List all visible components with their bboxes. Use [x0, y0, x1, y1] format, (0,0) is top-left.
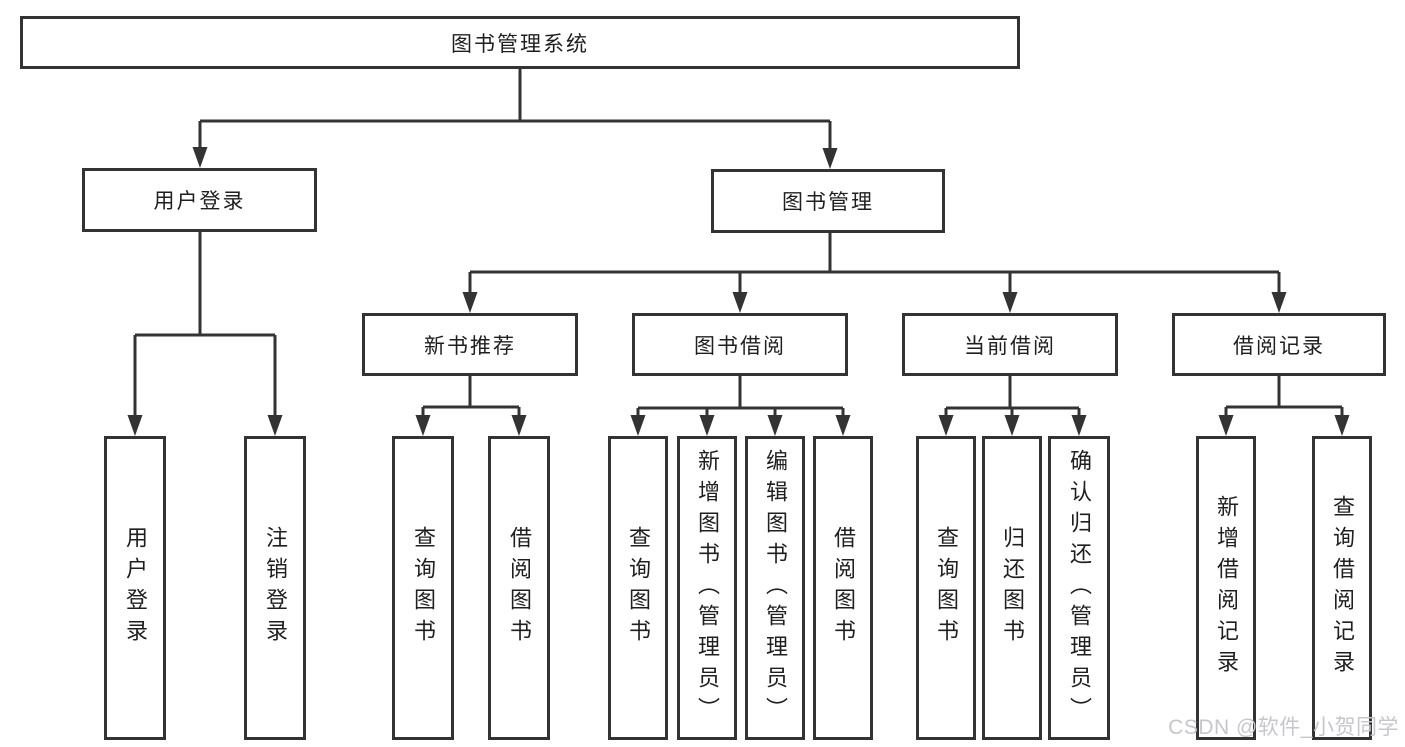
node-book-borrow-label: 图书借阅 — [694, 334, 786, 358]
leaf-borrow-book-1: 借阅图书 — [488, 436, 550, 740]
arrow-down-icon — [462, 292, 478, 313]
leaf-add-book-admin-label: 新增图书（管理员） — [695, 448, 720, 728]
leaf-edit-book-admin: 编辑图书（管理员） — [745, 436, 805, 740]
leaf-add-borrow-record-label: 新增借阅记录 — [1214, 495, 1239, 681]
tree-edges — [133, 68, 1344, 418]
leaf-user-login-label: 用户登录 — [123, 526, 148, 650]
arrow-down-icon — [767, 415, 783, 436]
arrow-down-icon — [938, 415, 954, 436]
arrow-down-icon — [1004, 415, 1020, 436]
csdn-watermark: CSDN @软件_小贺同学 — [1168, 716, 1399, 739]
arrow-down-icon — [835, 415, 851, 436]
arrow-down-icon — [1002, 292, 1018, 313]
node-user-login: 用户登录 — [82, 168, 317, 232]
node-book-management: 图书管理 — [711, 169, 945, 233]
node-book-management-label: 图书管理 — [782, 191, 874, 214]
node-borrow-record-label: 借阅记录 — [1233, 334, 1325, 358]
leaf-query-borrow-record: 查询借阅记录 — [1312, 436, 1372, 740]
leaf-query-book-1-label: 查询图书 — [411, 526, 436, 650]
arrow-down-icon — [127, 415, 143, 436]
node-new-book-recommend: 新书推荐 — [362, 313, 578, 376]
leaf-query-book-1: 查询图书 — [392, 436, 454, 740]
leaf-borrow-book-1-label: 借阅图书 — [507, 526, 532, 650]
leaf-query-borrow-record-label: 查询借阅记录 — [1330, 495, 1355, 681]
arrow-down-icon — [630, 415, 646, 436]
arrowheads — [127, 147, 1350, 436]
leaf-confirm-return-admin-label: 确认归还（管理员） — [1067, 448, 1092, 728]
leaf-borrow-book-2-label: 借阅图书 — [831, 526, 856, 650]
leaf-edit-book-admin-label: 编辑图书（管理员） — [763, 448, 788, 728]
arrow-down-icon — [1271, 292, 1287, 313]
leaf-return-book: 归还图书 — [982, 436, 1042, 740]
arrow-down-icon — [267, 415, 283, 436]
node-current-borrow: 当前借阅 — [902, 313, 1118, 376]
node-root: 图书管理系统 — [20, 16, 1020, 69]
leaf-user-login: 用户登录 — [104, 436, 166, 740]
node-book-borrow: 图书借阅 — [632, 313, 848, 376]
leaf-add-borrow-record: 新增借阅记录 — [1196, 436, 1256, 740]
arrow-down-icon — [1218, 415, 1234, 436]
leaf-logout-label: 注销登录 — [263, 526, 288, 650]
leaf-add-book-admin: 新增图书（管理员） — [677, 436, 737, 740]
arrow-down-icon — [511, 415, 527, 436]
leaf-borrow-book-2: 借阅图书 — [813, 436, 873, 740]
leaf-return-book-label: 归还图书 — [1000, 526, 1025, 650]
arrow-down-icon — [699, 415, 715, 436]
leaf-query-book-2: 查询图书 — [608, 436, 668, 740]
leaf-confirm-return-admin: 确认归还（管理员） — [1048, 436, 1110, 740]
arrow-down-icon — [415, 415, 431, 436]
leaf-query-book-3-label: 查询图书 — [934, 526, 959, 650]
leaf-query-book-3: 查询图书 — [916, 436, 976, 740]
arrow-down-icon — [1334, 415, 1350, 436]
leaf-query-book-2-label: 查询图书 — [626, 526, 651, 650]
node-root-label: 图书管理系统 — [451, 32, 589, 56]
leaf-logout: 注销登录 — [244, 436, 306, 740]
node-current-borrow-label: 当前借阅 — [964, 334, 1056, 358]
arrow-down-icon — [1071, 415, 1087, 436]
node-user-login-label: 用户登录 — [153, 190, 246, 213]
node-borrow-record: 借阅记录 — [1172, 313, 1386, 376]
node-new-book-recommend-label: 新书推荐 — [424, 334, 516, 358]
arrow-down-icon — [732, 292, 748, 313]
arrow-down-icon — [822, 148, 838, 169]
arrow-down-icon — [192, 147, 208, 168]
